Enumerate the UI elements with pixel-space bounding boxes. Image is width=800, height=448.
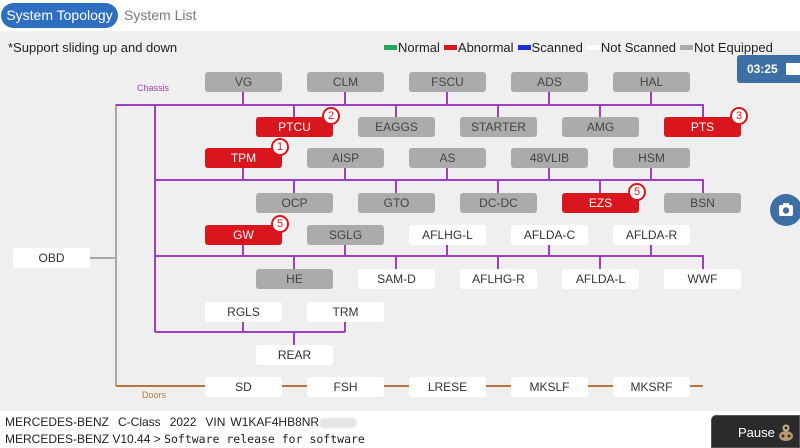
fault-count-badge: 3	[730, 107, 748, 125]
module-node-trm[interactable]: TRM	[307, 302, 384, 322]
legend-swatch-scanned	[517, 45, 531, 50]
module-node-rear[interactable]: REAR	[256, 345, 333, 365]
module-node-fscu[interactable]: FSCU	[409, 72, 486, 92]
vin-value: W1KAF4HB8NR	[230, 415, 320, 429]
fault-count-badge: 1	[271, 138, 289, 156]
mascot-icon	[779, 424, 793, 441]
module-node-vg[interactable]: VG	[205, 72, 282, 92]
module-node-mksrf[interactable]: MKSRF	[613, 377, 690, 397]
legend-label: Normal	[398, 40, 440, 55]
legend-swatch-normal	[384, 45, 397, 50]
module-node-ptcu[interactable]: PTCU	[256, 117, 333, 137]
vin-redacted	[319, 417, 358, 428]
module-node-clm[interactable]: CLM	[307, 72, 384, 92]
module-node-aflda-r[interactable]: AFLDA-R	[613, 225, 690, 245]
module-node-dc-dc[interactable]: DC-DC	[460, 193, 537, 213]
status-legend: Normal Abnormal Scanned Not Scanned Not …	[384, 40, 777, 55]
module-node-hsm[interactable]: HSM	[613, 148, 690, 168]
module-node-sd[interactable]: SD	[205, 377, 282, 397]
module-node-48vlib[interactable]: 48VLIB	[511, 148, 588, 168]
sliding-hint: *Support sliding up and down	[8, 40, 178, 55]
timer-value: 03:25	[747, 62, 778, 76]
module-node-aisp[interactable]: AISP	[307, 148, 384, 168]
module-node-gto[interactable]: GTO	[358, 193, 435, 213]
module-node-aflhg-r[interactable]: AFLHG-R	[460, 269, 537, 289]
vehicle-model: C-Class	[118, 415, 161, 429]
pause-label: Pause	[738, 425, 775, 440]
module-node-as[interactable]: AS	[409, 148, 486, 168]
module-node-ezs[interactable]: EZS	[562, 193, 639, 213]
legend-swatch-abnormal	[443, 45, 457, 50]
fault-count-badge: 5	[271, 215, 289, 233]
module-node-sam-d[interactable]: SAM-D	[358, 269, 435, 289]
vehicle-info-footer: MERCEDES-BENZ C-Class 2022 VIN W1KAF4HB8NR M…	[0, 411, 800, 448]
module-node-pts[interactable]: PTS	[664, 117, 741, 137]
vin-label: VIN	[205, 415, 226, 429]
group-label-doors: Doors	[142, 390, 167, 400]
module-node-aflhg-l[interactable]: AFLHG-L	[409, 225, 486, 245]
module-node-he[interactable]: HE	[256, 269, 333, 289]
module-node-wwf[interactable]: WWF	[664, 269, 741, 289]
tab-system-topology[interactable]: System Topology	[1, 3, 118, 28]
pause-button[interactable]: Pause	[711, 415, 800, 448]
module-node-bsn[interactable]: BSN	[664, 193, 741, 213]
module-node-rgls[interactable]: RGLS	[205, 302, 282, 322]
module-node-mkslf[interactable]: MKSLF	[511, 377, 588, 397]
module-node-aflda-l[interactable]: AFLDA-L	[562, 269, 639, 289]
chassis-bus	[116, 91, 704, 345]
legend-swatch-not-scanned	[586, 45, 600, 50]
legend-label: Scanned	[531, 40, 583, 55]
status-message: Software release for software	[164, 432, 365, 446]
legend-not-equipped: Not Equipped	[680, 40, 773, 55]
vehicle-info-line: MERCEDES-BENZ C-Class 2022 VIN W1KAF4HB8NR	[5, 415, 366, 429]
legend-not-scanned: Not Scanned	[586, 40, 677, 55]
module-node-tpm[interactable]: TPM	[205, 148, 282, 168]
module-node-eaggs[interactable]: EAGGS	[358, 117, 435, 137]
module-node-gw[interactable]: GW	[205, 225, 282, 245]
tab-system-list[interactable]: System List	[124, 7, 197, 23]
screenshot-button[interactable]	[770, 194, 800, 226]
top-tab-bar: System Topology System List	[0, 0, 800, 31]
camera-icon	[779, 203, 793, 216]
fault-count-badge: 2	[322, 107, 340, 125]
obd-node[interactable]: OBD	[13, 248, 90, 268]
module-node-starter[interactable]: STARTER	[460, 117, 537, 137]
module-node-lrese[interactable]: LRESE	[409, 377, 486, 397]
module-node-ocp[interactable]: OCP	[256, 193, 333, 213]
topology-canvas[interactable]	[0, 31, 800, 411]
legend-label: Abnormal	[457, 40, 514, 55]
software-version: MERCEDES-BENZ V10.44 >	[5, 432, 161, 446]
legend-label: Not Equipped	[694, 40, 773, 55]
legend-label: Not Scanned	[600, 40, 677, 55]
vehicle-year: 2022	[169, 415, 197, 429]
group-label-chassis: Chassis	[137, 83, 170, 93]
timer-widget[interactable]: 03:25	[737, 55, 800, 83]
legend-abnormal: Abnormal	[443, 40, 514, 55]
legend-swatch-not-equipped	[680, 45, 694, 50]
legend-scanned: Scanned	[517, 40, 583, 55]
timer-stop-icon[interactable]	[786, 63, 800, 75]
module-node-sglg[interactable]: SGLG	[307, 225, 384, 245]
module-node-ads[interactable]: ADS	[511, 72, 588, 92]
module-node-amg[interactable]: AMG	[562, 117, 639, 137]
fault-count-badge: 5	[628, 183, 646, 201]
module-node-fsh[interactable]: FSH	[307, 377, 384, 397]
legend-normal: Normal	[384, 40, 440, 55]
vehicle-make: MERCEDES-BENZ	[5, 415, 110, 429]
software-status-line: MERCEDES-BENZ V10.44 > Software release …	[5, 432, 365, 446]
module-node-aflda-c[interactable]: AFLDA-C	[511, 225, 588, 245]
module-node-hal[interactable]: HAL	[613, 72, 690, 92]
